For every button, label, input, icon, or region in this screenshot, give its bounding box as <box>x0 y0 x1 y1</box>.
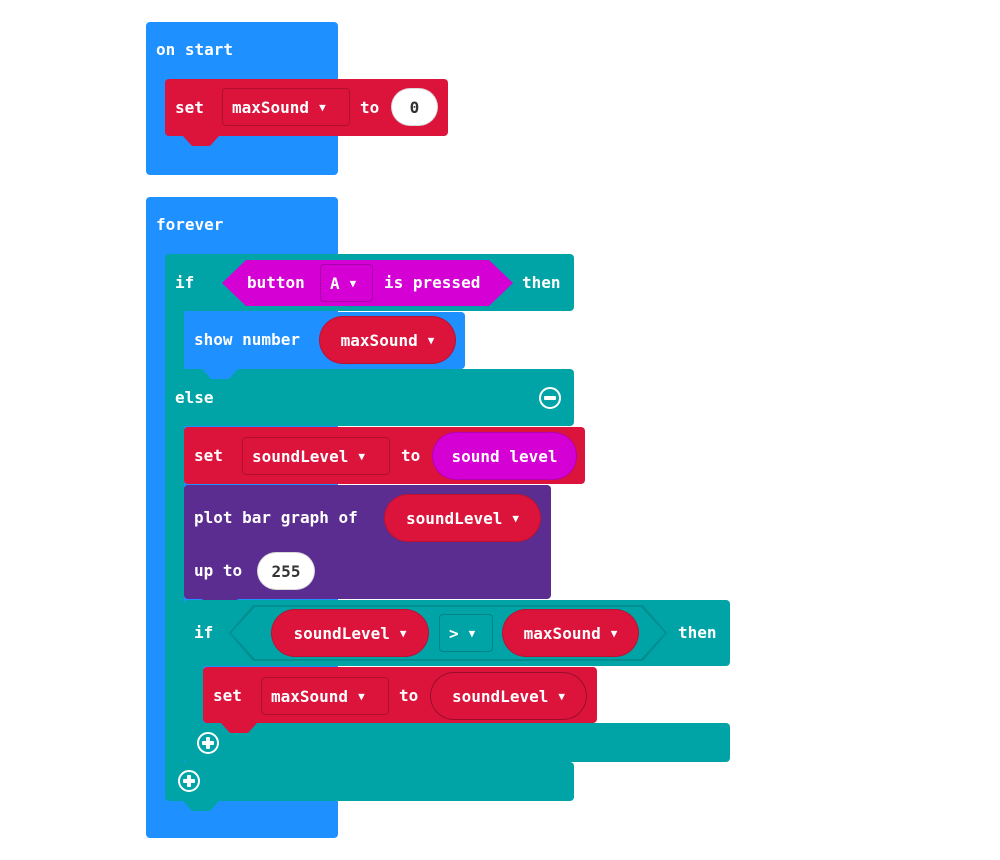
number-input[interactable]: 0 <box>391 88 438 126</box>
if-label: if <box>175 273 195 292</box>
on-start-label: on start <box>156 40 234 59</box>
variable-reporter[interactable]: soundLevel ▼ <box>384 494 541 542</box>
to-label: to <box>399 686 419 705</box>
variable-name: maxSound <box>271 686 349 706</box>
dropdown-caret-icon: ▼ <box>558 689 565 703</box>
variable-dropdown[interactable]: maxSound ▼ <box>222 88 350 126</box>
variable-dropdown[interactable]: soundLevel ▼ <box>242 437 390 475</box>
variable-dropdown[interactable]: maxSound ▼ <box>261 677 389 715</box>
set-label: set <box>175 98 204 117</box>
variable-reporter[interactable]: soundLevel ▼ <box>430 672 587 720</box>
dropdown-caret-icon: ▼ <box>468 626 476 640</box>
button-value: A <box>330 273 340 293</box>
remove-else-icon[interactable] <box>539 387 561 409</box>
block-notch <box>183 136 219 146</box>
variable-name: maxSound <box>232 97 310 117</box>
forever-label: forever <box>156 215 224 234</box>
up-to-label: up to <box>194 561 243 580</box>
set-label: set <box>213 686 242 705</box>
dropdown-caret-icon: ▼ <box>512 511 519 525</box>
block-notch <box>202 762 238 772</box>
if-footer <box>184 723 730 762</box>
dropdown-caret-icon: ▼ <box>349 276 357 290</box>
dropdown-caret-icon: ▼ <box>358 689 365 703</box>
then-label: then <box>522 273 561 292</box>
show-number-label: show number <box>194 330 300 349</box>
variable-name: maxSound <box>340 330 418 350</box>
set-label: set <box>194 446 223 465</box>
if-else-footer <box>165 762 574 801</box>
block-notch <box>202 369 238 379</box>
button-dropdown[interactable]: A▼ <box>320 264 373 302</box>
dropdown-caret-icon: ▼ <box>319 100 326 114</box>
dropdown-caret-icon: ▼ <box>358 449 365 463</box>
variable-name: maxSound <box>523 623 601 643</box>
variable-name: soundLevel <box>452 686 549 706</box>
add-else-icon[interactable] <box>197 732 219 754</box>
dropdown-caret-icon: ▼ <box>610 626 618 640</box>
variable-name: soundLevel <box>293 623 390 643</box>
button-label: button <box>247 273 305 292</box>
variable-reporter[interactable]: maxSound ▼ <box>319 316 456 364</box>
variable-reporter[interactable]: maxSound ▼ <box>502 609 639 657</box>
else-row <box>165 369 574 426</box>
dropdown-caret-icon: ▼ <box>427 333 435 347</box>
to-label: to <box>360 98 380 117</box>
variable-reporter[interactable]: soundLevel ▼ <box>271 609 429 657</box>
if-label: if <box>194 623 214 642</box>
to-label: to <box>401 446 421 465</box>
block-notch <box>183 801 219 811</box>
else-label: else <box>175 388 214 407</box>
block-notch <box>221 723 257 733</box>
sound-level-reporter[interactable]: sound level <box>432 432 577 480</box>
then-label: then <box>678 623 717 642</box>
plot-label: plot bar graph of <box>194 508 358 527</box>
variable-name: soundLevel <box>252 446 349 466</box>
operator-dropdown[interactable]: >▼ <box>439 614 493 652</box>
dropdown-caret-icon: ▼ <box>399 626 407 640</box>
variable-name: soundLevel <box>406 508 503 528</box>
add-else-if-icon[interactable] <box>178 770 200 792</box>
is-pressed-label: is pressed <box>384 273 481 292</box>
operator: > <box>449 623 459 643</box>
number-input[interactable]: 255 <box>257 552 315 590</box>
